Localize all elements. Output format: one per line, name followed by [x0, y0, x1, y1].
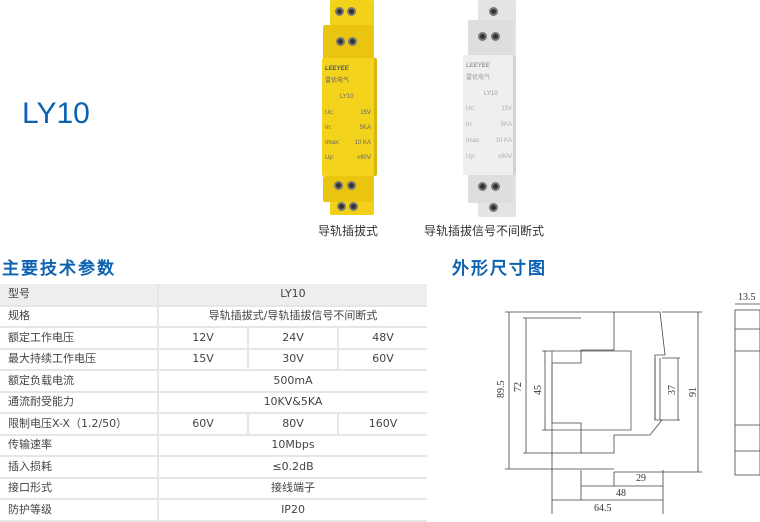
- model-label: LY10: [484, 91, 498, 97]
- row-label: 规格: [0, 305, 159, 328]
- brand-cn: 雷优电气: [325, 78, 350, 84]
- row-label: 型号: [0, 284, 159, 307]
- row-value: 60V: [158, 413, 249, 436]
- row-label: 防护等级: [0, 499, 159, 522]
- row-value: 24V: [248, 327, 339, 350]
- spec-row: Up: ≤60V: [466, 154, 512, 161]
- dim-37: 37: [667, 385, 678, 395]
- spec-row: Up: ≤60V: [325, 155, 371, 162]
- row-label: 接口形式: [0, 477, 159, 500]
- product-title: LY10: [22, 97, 90, 130]
- row-value: 48V: [338, 327, 427, 350]
- spec-key: In:: [325, 125, 332, 131]
- spec-row: Uc: 15V: [325, 110, 371, 117]
- spec-val: 10 KA: [354, 140, 371, 146]
- model-label: LY10: [340, 94, 354, 100]
- row-value: 10KV&5KA: [158, 391, 427, 414]
- row-label: 额定负载电流: [0, 370, 159, 393]
- spec-key: Uc:: [466, 106, 475, 112]
- spec-row: In: 5KA: [325, 125, 371, 132]
- row-value: 10Mbps: [158, 434, 427, 457]
- dim-13-5: 13.5: [738, 292, 756, 303]
- spec-val: ≤60V: [357, 155, 371, 161]
- table-row: 插入损耗≤0.2dB: [0, 456, 427, 479]
- row-value: ≤0.2dB: [158, 456, 427, 479]
- spec-val: 15V: [360, 110, 371, 116]
- dim-89-5: 89.5: [496, 381, 507, 399]
- row-value: 导轨插拔式/导轨插拔信号不间断式: [158, 305, 427, 328]
- row-label: 传输速率: [0, 434, 159, 457]
- row-value: 60V: [338, 348, 427, 371]
- caption-white: 导轨插拔信号不间断式: [424, 224, 545, 238]
- spec-val: 5KA: [500, 122, 512, 128]
- row-value: 30V: [248, 348, 339, 371]
- spec-row: In: 5KA: [466, 122, 512, 129]
- brand-logo: LEEYEE: [325, 66, 349, 72]
- spec-val: ≤60V: [498, 154, 512, 160]
- row-value: 80V: [248, 413, 339, 436]
- row-label: 额定工作电压: [0, 327, 159, 350]
- row-value: 15V: [158, 348, 249, 371]
- table-row: 接口形式接线端子: [0, 477, 427, 500]
- spec-key: Up:: [466, 154, 476, 160]
- row-label: 限制电压X-X（1.2/50）: [0, 413, 159, 436]
- row-label: 插入损耗: [0, 456, 159, 479]
- table-row: 规格导轨插拔式/导轨插拔信号不间断式: [0, 305, 427, 328]
- row-value: IP20: [158, 499, 427, 522]
- spec-key: Uc:: [325, 110, 334, 116]
- spec-key: In:: [466, 122, 473, 128]
- row-value: 接线端子: [158, 477, 427, 500]
- spec-row: Uc: 15V: [466, 106, 512, 113]
- dimension-drawing: 89.5 72 45 37 91 29 48 64.5 13.5: [496, 292, 760, 514]
- brand-cn: 雷优电气: [466, 75, 491, 81]
- spec-key: Imax:: [466, 138, 481, 144]
- spec-key: Imax:: [325, 140, 340, 146]
- dim-29: 29: [636, 473, 646, 484]
- spec-row: Imax: 10 KA: [466, 138, 512, 145]
- spec-row: Imax: 10 KA: [325, 140, 371, 147]
- dim-45: 45: [533, 385, 544, 395]
- spec-val: 5KA: [359, 125, 371, 131]
- spec-key: Up:: [325, 155, 335, 161]
- dim-91: 91: [688, 387, 699, 397]
- row-label: 通流耐受能力: [0, 391, 159, 414]
- row-value: 12V: [158, 327, 249, 350]
- row-value: 500mA: [158, 370, 427, 393]
- spec-heading: 主要技术参数: [2, 259, 116, 279]
- row-value: 160V: [338, 413, 427, 436]
- brand-logo: LEEYEE: [466, 63, 490, 69]
- dim-64-5: 64.5: [594, 503, 612, 514]
- row-label: 最大持续工作电压: [0, 348, 159, 371]
- row-value: LY10: [158, 284, 427, 307]
- dim-48: 48: [616, 488, 626, 499]
- dimension-heading: 外形尺寸图: [452, 259, 547, 279]
- caption-yellow: 导轨插拔式: [318, 224, 379, 238]
- dim-72: 72: [513, 382, 524, 392]
- spec-val: 10 KA: [495, 138, 512, 144]
- spec-val: 15V: [501, 106, 512, 112]
